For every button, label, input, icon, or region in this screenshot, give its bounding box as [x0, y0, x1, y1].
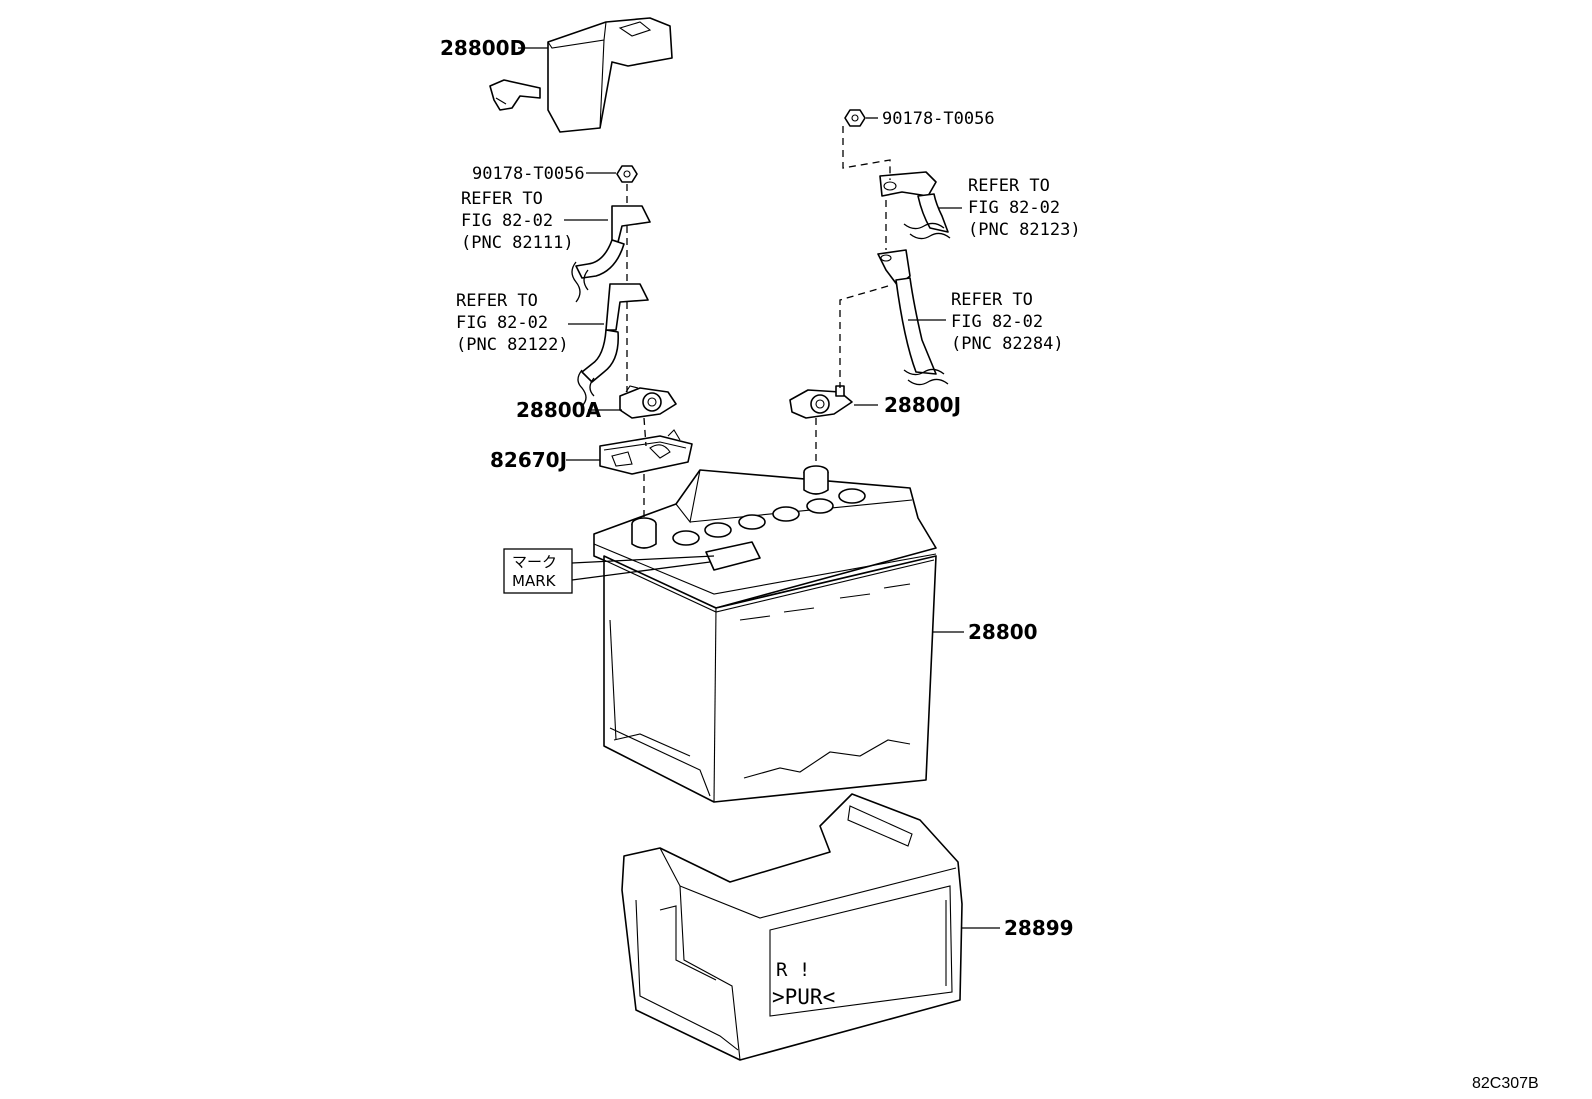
label-nut-left: 90178-T0056: [472, 164, 585, 184]
label-82670j: 82670J: [490, 448, 567, 472]
svg-text:(PNC 82122): (PNC 82122): [456, 335, 569, 355]
tray-marking-line2: >PUR<: [772, 985, 835, 1009]
svg-text:REFER TO: REFER TO: [968, 176, 1050, 196]
svg-text:FIG 82-02: FIG 82-02: [461, 211, 553, 231]
label-refer-82122: REFER TO FIG 82-02 (PNC 82122): [456, 291, 569, 355]
svg-text:FIG 82-02: FIG 82-02: [951, 312, 1043, 332]
svg-text:REFER TO: REFER TO: [456, 291, 538, 311]
svg-text:REFER TO: REFER TO: [951, 290, 1033, 310]
svg-text:FIG 82-02: FIG 82-02: [456, 313, 548, 333]
svg-text:(PNC 82123): (PNC 82123): [968, 220, 1081, 240]
cable-terminal-82123: [879, 171, 951, 240]
leader-lines: [518, 47, 1000, 929]
label-28899: 28899: [1004, 916, 1074, 940]
svg-text:(PNC 82284): (PNC 82284): [951, 334, 1064, 354]
clamp-28800j: [789, 385, 853, 419]
cable-terminal-82111: [571, 205, 651, 303]
label-28800j: 28800J: [884, 393, 961, 417]
battery-tray-28899: [621, 793, 963, 1061]
label-28800d: 28800D: [440, 36, 526, 60]
label-mark-jp: マーク: [512, 553, 557, 571]
clamp-28800a: [619, 385, 677, 419]
svg-text:FIG 82-02: FIG 82-02: [968, 198, 1060, 218]
label-refer-82284: REFER TO FIG 82-02 (PNC 82284): [951, 290, 1064, 354]
label-nut-right: 90178-T0056: [882, 109, 995, 129]
tray-marking-line1: R !: [776, 959, 810, 981]
terminal-cover-82670j: [599, 429, 693, 475]
nut-right: [844, 109, 866, 127]
label-mark-en: MARK: [512, 572, 557, 590]
svg-text:(PNC 82111): (PNC 82111): [461, 233, 574, 253]
svg-text:REFER TO: REFER TO: [461, 189, 543, 209]
label-refer-82123: REFER TO FIG 82-02 (PNC 82123): [968, 176, 1081, 240]
label-refer-82111: REFER TO FIG 82-02 (PNC 82111): [461, 189, 574, 253]
cable-terminal-82122: [577, 283, 649, 407]
battery-28800: [593, 465, 937, 803]
mark-area: [705, 541, 761, 571]
label-28800a: 28800A: [516, 398, 602, 422]
figure-id: 82C307B: [1472, 1075, 1539, 1092]
label-mark-box: マーク MARK: [503, 548, 573, 594]
terminal-cover-28800d: [489, 17, 673, 133]
assembly-lines: [626, 126, 891, 518]
nut-left: [616, 165, 638, 183]
battery-caps: [672, 488, 866, 546]
label-28800: 28800: [968, 620, 1038, 644]
cable-terminal-82284: [877, 249, 949, 386]
